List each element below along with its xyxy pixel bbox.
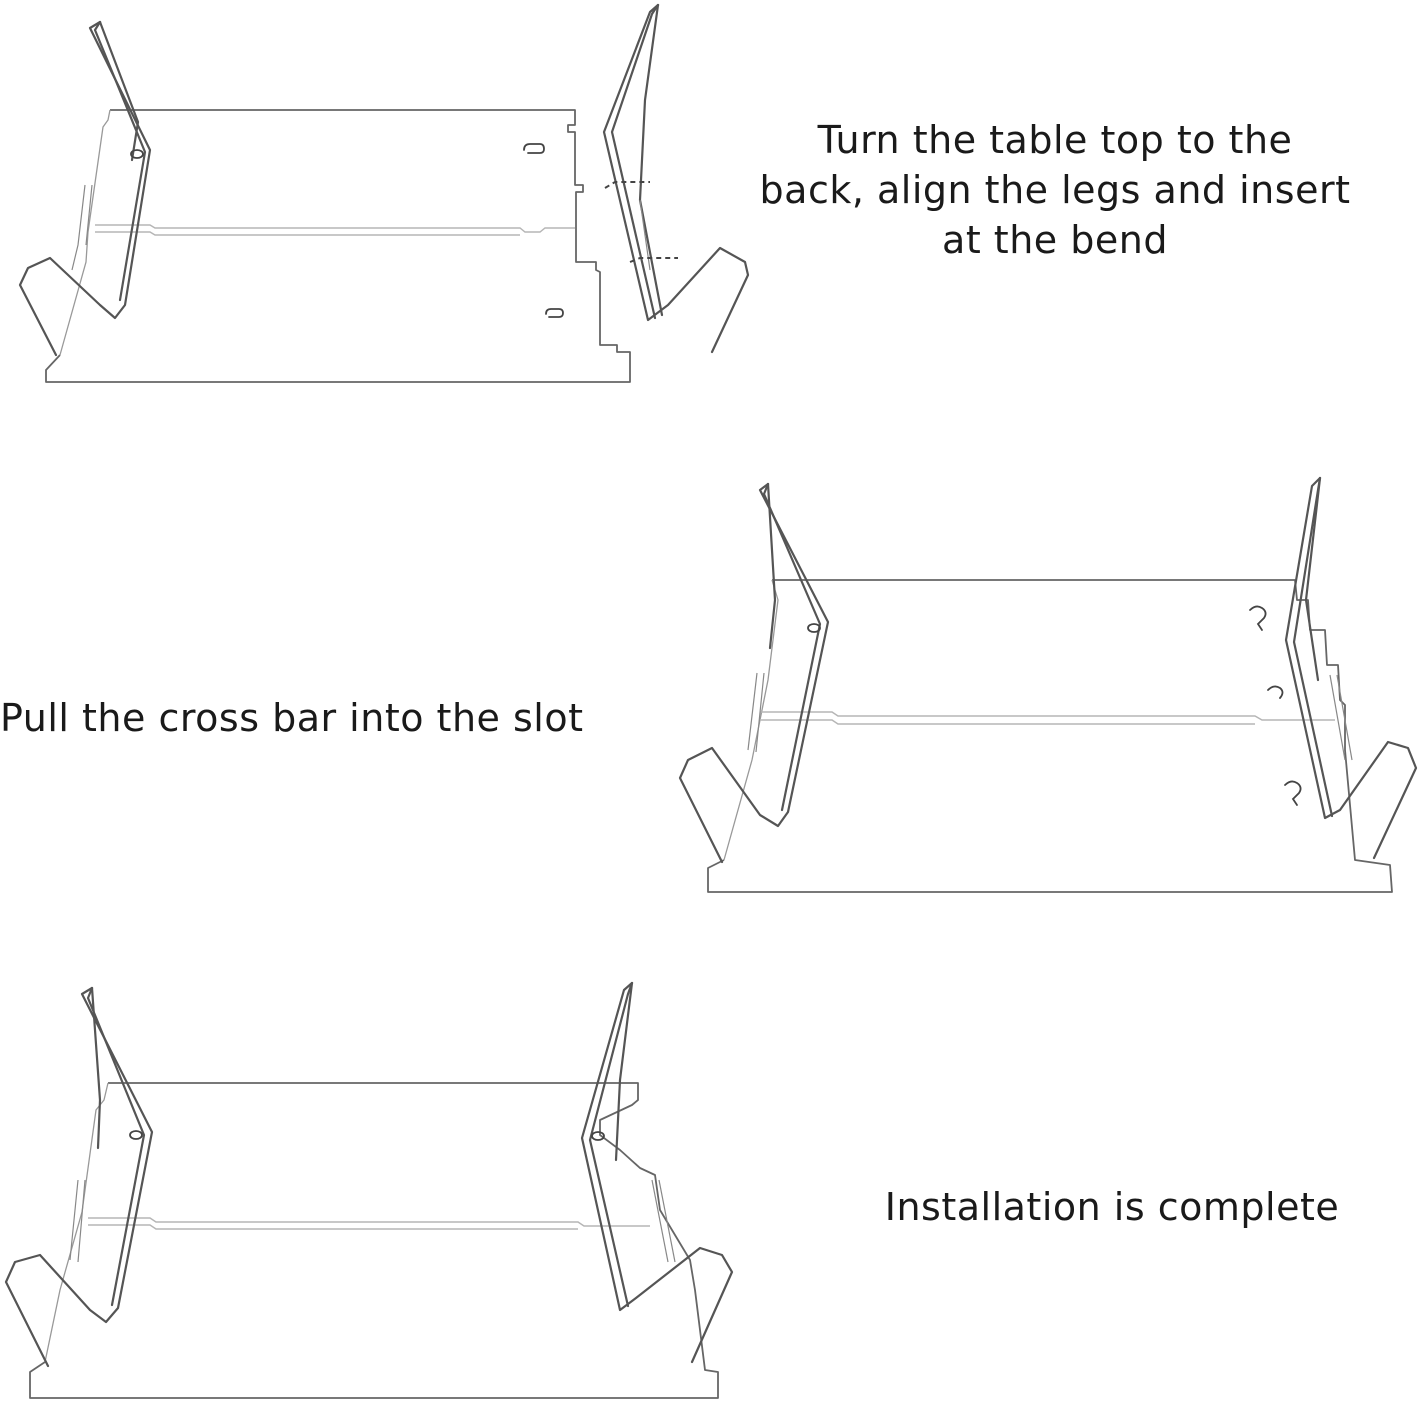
step1-line2: back, align the legs and insert <box>759 168 1351 212</box>
step2-line1: Pull the cross bar into the slot <box>0 696 584 740</box>
step3-illustration <box>4 981 734 1399</box>
step2-illustration <box>678 476 1418 893</box>
step1-illustration <box>18 3 750 383</box>
step3-line1: Installation is complete <box>884 1185 1340 1229</box>
step2-instruction: Pull the cross bar into the slot <box>0 693 640 743</box>
step1-instruction: Turn the table top to the back, align th… <box>735 115 1375 265</box>
step1-line1: Turn the table top to the <box>817 118 1293 162</box>
step1-line3: at the bend <box>942 218 1168 262</box>
step3-instruction: Installation is complete <box>862 1182 1362 1232</box>
